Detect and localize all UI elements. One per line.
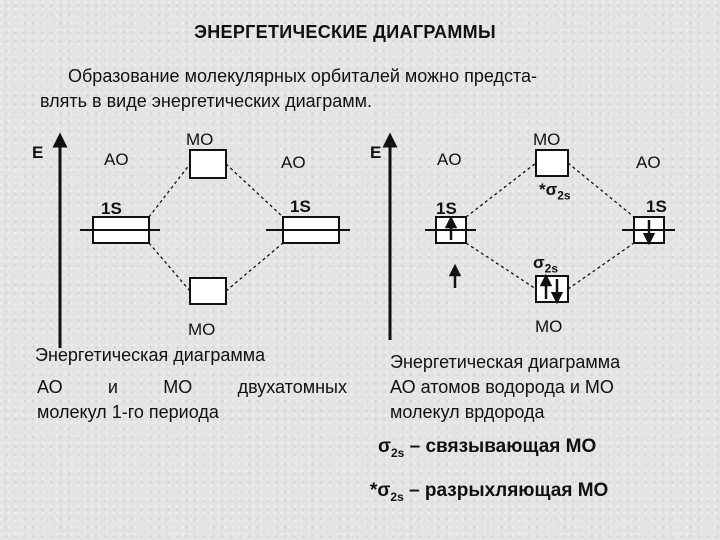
right-ao-left-label: AO xyxy=(437,150,462,169)
left-mo-top-label: MO xyxy=(186,130,214,149)
right-mo-top-label: MO xyxy=(533,130,561,149)
left-orbital-right-label: 1S xyxy=(290,197,311,216)
page-title: ЭНЕРГЕТИЧЕСКИЕ ДИАГРАММЫ xyxy=(194,22,496,42)
legend-antibonding: *σ2s – разрыхляющая МО xyxy=(370,480,608,504)
left-caption-word-2: и xyxy=(107,377,118,397)
right-caption-line-1: Энергетическая диаграмма xyxy=(390,352,621,372)
legend-bonding: σ2s – связывающая МО xyxy=(378,436,596,460)
left-ao-right-label: AO xyxy=(281,153,306,172)
right-ao-right-label: AO xyxy=(636,153,661,172)
legend-bonding-text: – связывающая МО xyxy=(404,436,597,457)
right-caption-line-2: АО атомов водорода и МО xyxy=(390,377,614,397)
left-dash-2 xyxy=(225,163,284,218)
left-caption-word-3: МО xyxy=(163,377,193,397)
left-dash-3 xyxy=(148,242,191,292)
right-dash-1 xyxy=(465,162,537,218)
left-caption-word-4: двухатомных xyxy=(237,377,347,397)
left-caption-word-1: АО xyxy=(37,377,63,397)
right-mo-bottom-box xyxy=(535,275,569,303)
left-mo-top-box xyxy=(189,149,227,179)
left-caption-line-3: молекул 1-го периода xyxy=(37,402,219,422)
right-orbital-right-label: 1S xyxy=(646,197,667,216)
legend-bonding-sub: 2s xyxy=(391,445,405,460)
left-dash-1 xyxy=(148,163,191,218)
legend-antibonding-sub: 2s xyxy=(390,489,404,504)
left-orbital-left-label: 1S xyxy=(101,199,122,218)
right-mo-bottom-label: MO xyxy=(535,317,563,336)
left-caption-line-1: Энергетическая диаграмма xyxy=(35,345,266,365)
right-diagram xyxy=(382,132,675,340)
left-diagram xyxy=(52,132,350,348)
legend-bonding-symbol: σ xyxy=(378,436,391,457)
right-bonding-sub: 2s xyxy=(544,261,558,276)
left-dash-4 xyxy=(225,242,284,292)
right-bonding-label: σ2s xyxy=(533,253,558,275)
right-dash-4 xyxy=(567,242,635,290)
right-energy-label: E xyxy=(370,143,382,162)
legend-antibonding-text: – разрыхляющая МО xyxy=(403,480,609,501)
right-dash-2 xyxy=(567,162,635,218)
intro-line-1: Образование молекулярных орбиталей можно… xyxy=(68,66,538,86)
intro-text: Образование молекулярных орбиталей можно… xyxy=(40,64,680,114)
right-mo-top-box xyxy=(535,149,569,177)
right-bonding-symbol: σ xyxy=(533,253,545,272)
legend-antibonding-symbol: *σ xyxy=(370,480,391,501)
left-mo-bottom-label: MO xyxy=(188,320,216,339)
right-antibonding-sub: 2s xyxy=(557,188,571,203)
right-antibonding-symbol: *σ xyxy=(539,180,558,199)
right-antibonding-label: *σ2s xyxy=(539,180,571,202)
left-energy-label: E xyxy=(32,143,44,162)
right-dash-3 xyxy=(465,242,537,290)
right-caption-line-3: молекул врдорода xyxy=(390,402,545,422)
left-caption-line-2: АО и МО двухатомных xyxy=(37,375,347,399)
intro-line-2: влять в виде энергетических диаграмм. xyxy=(40,91,372,111)
left-ao-left-label: AO xyxy=(104,150,129,169)
left-mo-bottom-box xyxy=(189,277,227,305)
right-orbital-left-label: 1S xyxy=(436,199,457,218)
